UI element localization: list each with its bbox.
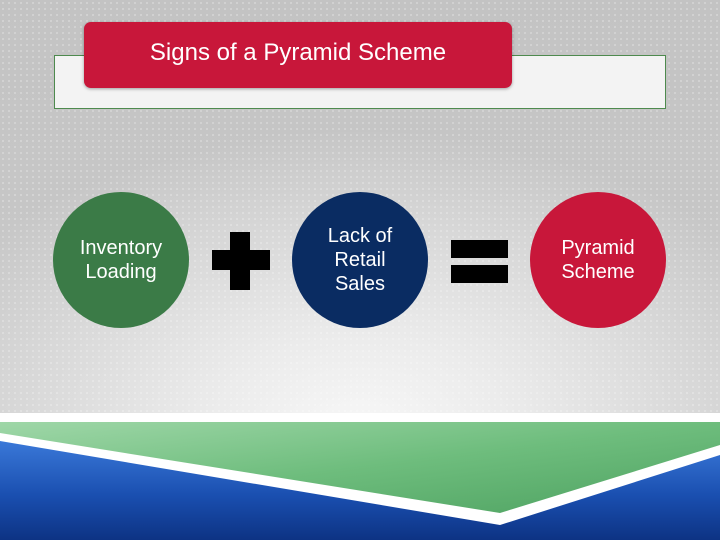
circle-pyramid-scheme: Pyramid Scheme [530,192,666,328]
footer-decoration [0,413,720,540]
title-tab: Signs of a Pyramid Scheme [84,22,512,88]
equals-bottom-bar [451,265,508,283]
footer-blue-band [0,441,720,540]
footer-green-band [0,422,720,513]
slide-title: Signs of a Pyramid Scheme [149,39,447,66]
circle-label: Pyramid Scheme [561,237,635,283]
circle-label: Inventory Loading [79,237,163,283]
circle-label: Lack of Retail Sales [327,225,393,295]
plus-horizontal-bar [212,250,270,270]
circle-lack-of-retail-sales: Lack of Retail Sales [292,192,428,328]
circle-inventory-loading: Inventory Loading [53,192,189,328]
equals-top-bar [451,240,508,258]
